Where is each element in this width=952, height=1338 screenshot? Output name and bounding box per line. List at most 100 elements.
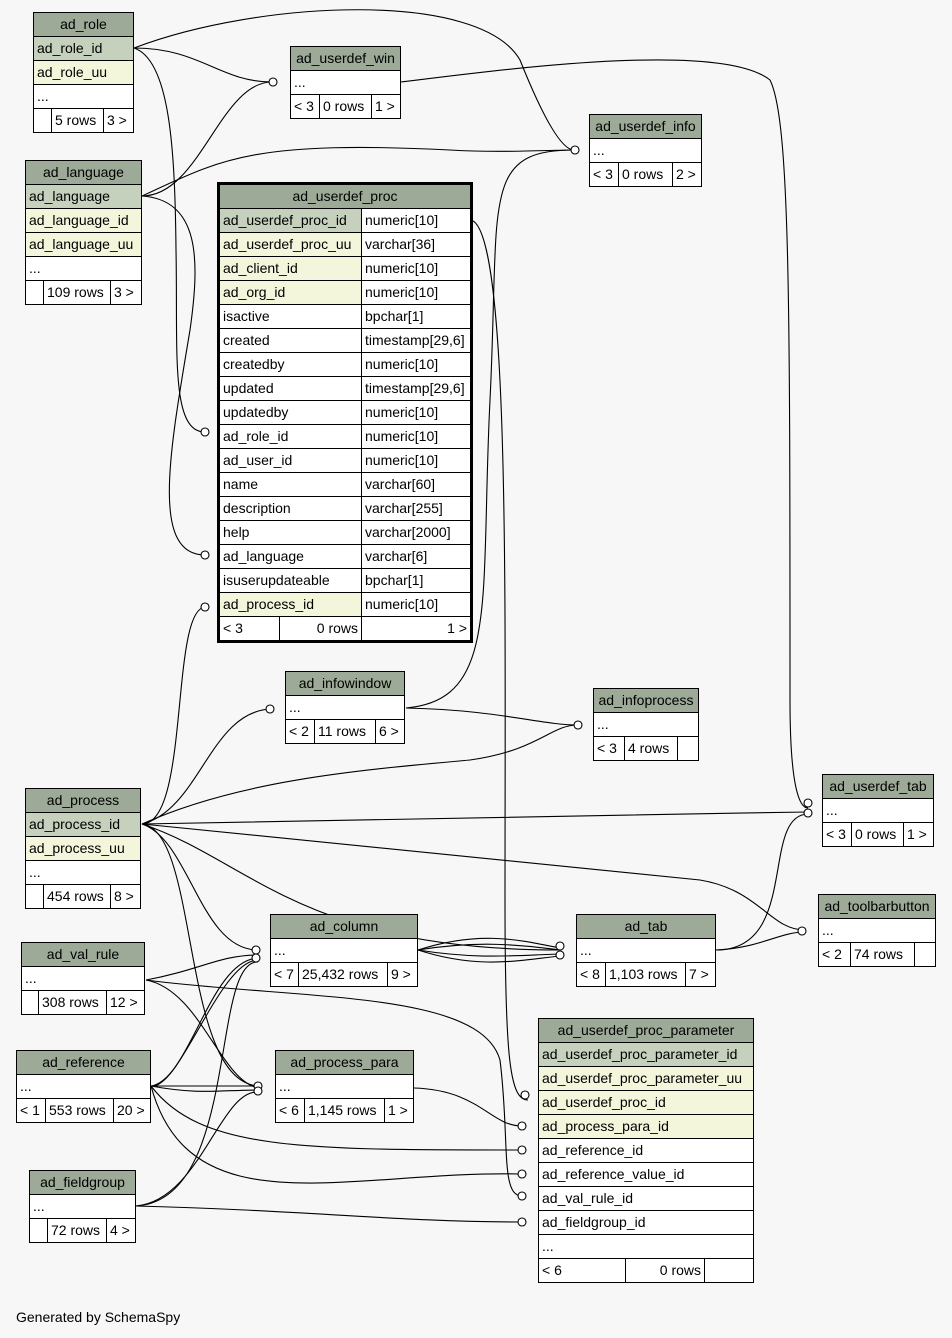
table-ad_language[interactable]: ad_language ad_language ad_language_id a…	[25, 160, 142, 305]
footer-rows: 0 rows	[626, 1259, 705, 1282]
column-type: numeric[10]	[365, 356, 439, 372]
table-header: ad_role	[34, 13, 133, 37]
column-ad_language_id: ad_language_id	[29, 212, 129, 228]
footer-rows: 4 rows	[625, 737, 678, 760]
footer-children: 1 >	[388, 1102, 408, 1118]
column-ellipsis: ...	[33, 1198, 45, 1214]
column-type: numeric[10]	[365, 284, 439, 300]
footer-children: 2 >	[676, 166, 696, 182]
column-type: numeric[10]	[365, 212, 439, 228]
footer-rows: 25,432 rows	[299, 963, 388, 986]
table-header: ad_tab	[577, 915, 715, 939]
footer-children: 7 >	[689, 966, 709, 982]
footer-parents: < 2	[819, 943, 851, 966]
table-header: ad_reference	[17, 1051, 150, 1075]
column-type: bpchar[1]	[365, 572, 424, 588]
column-ad_language_uu: ad_language_uu	[29, 236, 134, 252]
footer-rows: 454 rows	[44, 885, 111, 908]
column-ellipsis: ...	[822, 922, 834, 938]
column-ad_client_id: ad_client_id	[220, 257, 362, 280]
column-type: numeric[10]	[365, 260, 439, 276]
footer-rows: 308 rows	[39, 991, 107, 1014]
footer-rows: 72 rows	[48, 1219, 107, 1242]
footer-parents: < 3	[594, 737, 625, 760]
column-created: created	[220, 329, 362, 352]
footer-children: 4 >	[110, 1222, 130, 1238]
column-ellipsis: ...	[593, 142, 605, 158]
column-ellipsis: ...	[826, 802, 838, 818]
column-ad_userdef_proc_parameter_id: ad_userdef_proc_parameter_id	[542, 1046, 738, 1062]
column-ellipsis: ...	[37, 88, 49, 104]
footer-children: 1 >	[907, 826, 927, 842]
column-type: numeric[10]	[365, 404, 439, 420]
column-ad_process_uu: ad_process_uu	[29, 840, 125, 856]
table-header: ad_toolbarbutton	[819, 895, 935, 919]
footer-rows: 0 rows	[852, 823, 904, 846]
column-type: timestamp[29,6]	[365, 380, 465, 396]
column-ellipsis: ...	[20, 1078, 32, 1094]
column-type: numeric[10]	[365, 428, 439, 444]
column-type: numeric[10]	[365, 452, 439, 468]
footer-children: 6 >	[379, 723, 399, 739]
column-ad_org_id: ad_org_id	[220, 281, 362, 304]
column-isactive: isactive	[220, 305, 362, 328]
table-header: ad_userdef_proc_parameter	[539, 1019, 753, 1043]
footer-rows: 5 rows	[52, 109, 104, 132]
column-ellipsis: ...	[29, 864, 41, 880]
footer-parents: < 7	[271, 963, 299, 986]
footer-parents: < 3	[291, 95, 320, 118]
column-type: bpchar[1]	[365, 308, 424, 324]
table-header: ad_userdef_info	[590, 115, 701, 139]
generated-by-note: Generated by SchemaSpy	[16, 1309, 181, 1325]
column-ad_role_id: ad_role_id	[220, 425, 362, 448]
table-header: ad_infoprocess	[594, 689, 698, 713]
footer-rows: 109 rows	[44, 281, 111, 304]
column-help: help	[220, 521, 362, 544]
column-ellipsis: ...	[29, 260, 41, 276]
column-updated: updated	[220, 377, 362, 400]
footer-parents	[22, 991, 39, 1014]
footer-children	[915, 943, 935, 966]
footer-children: 9 >	[391, 966, 411, 982]
footer-parents: < 3	[590, 163, 619, 186]
column-ad_role_id: ad_role_id	[37, 40, 103, 56]
footer-parents: < 6	[276, 1099, 305, 1122]
column-ellipsis: ...	[597, 716, 609, 732]
footer-children: 8 >	[114, 888, 134, 904]
footer-parents	[34, 109, 52, 132]
footer-rows: 11 rows	[315, 720, 376, 743]
column-ad_userdef_proc_id: ad_userdef_proc_id	[542, 1094, 666, 1110]
footer-parents: < 2	[286, 720, 315, 743]
table-ad_role[interactable]: ad_role ad_role_id ad_role_uu ... 5 rows…	[33, 12, 134, 133]
column-type: varchar[60]	[365, 476, 436, 492]
footer-children	[678, 737, 698, 760]
column-updatedby: updatedby	[220, 401, 362, 424]
column-ad_reference_id: ad_reference_id	[542, 1142, 644, 1158]
footer-rows: 1,145 rows	[305, 1099, 385, 1122]
column-type: varchar[2000]	[365, 524, 451, 540]
column-ellipsis: ...	[279, 1078, 291, 1094]
table-header: ad_process	[26, 789, 140, 813]
table-ad_process[interactable]: ad_process ad_process_id ad_process_uu .…	[25, 788, 141, 909]
column-type: numeric[10]	[365, 596, 439, 612]
table-header: ad_column	[271, 915, 417, 939]
column-ad_language: ad_language	[220, 545, 362, 568]
column-ellipsis: ...	[274, 942, 286, 958]
table-ad_userdef_proc_parameter[interactable]: ad_userdef_proc_parameter ad_userdef_pro…	[538, 1018, 754, 1283]
column-ad_language: ad_language	[29, 188, 110, 204]
column-ellipsis: ...	[294, 74, 306, 90]
